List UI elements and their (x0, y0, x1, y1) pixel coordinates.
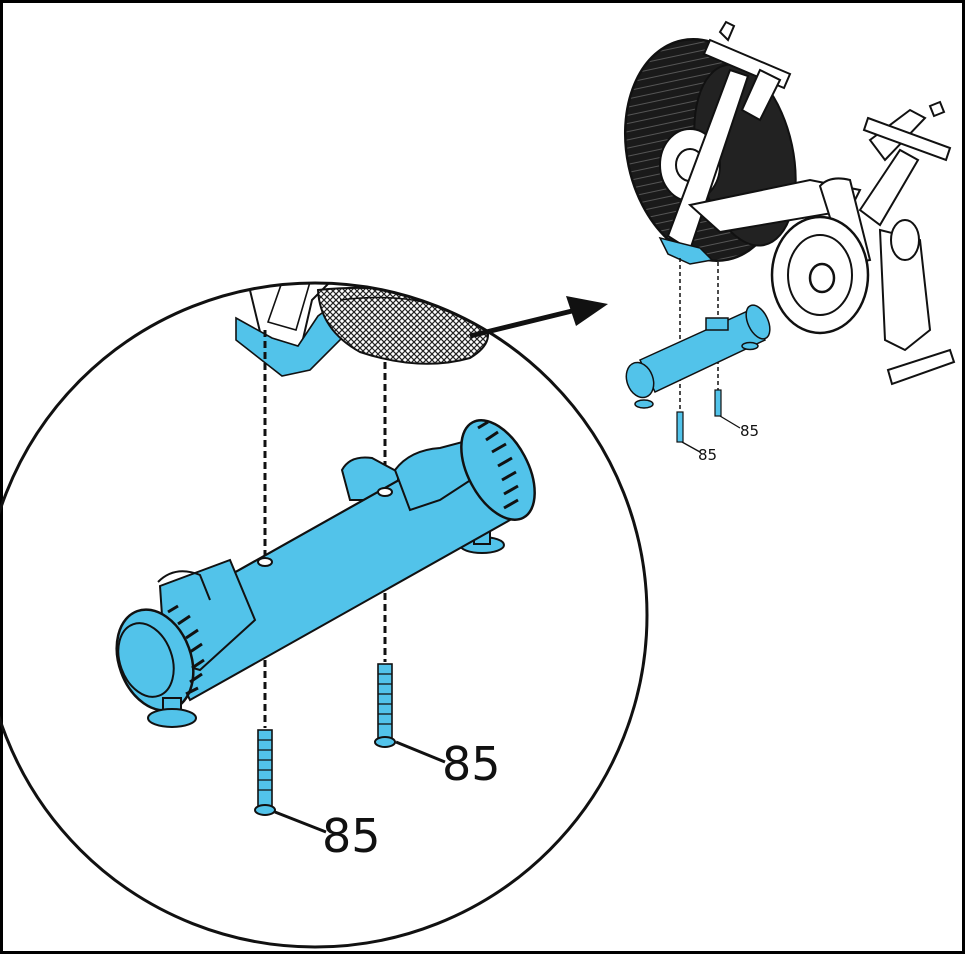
part-callout-small-left: 85 (698, 446, 717, 464)
small-bolt-left (676, 411, 684, 443)
bolt-left (254, 729, 276, 816)
air-bike-overview (623, 20, 956, 453)
part-callout-right: 85 (442, 737, 501, 791)
front-bracket (658, 236, 714, 265)
leader-line-left (274, 810, 327, 834)
rear-stabilizer (115, 419, 536, 728)
small-bolt-right (714, 389, 722, 417)
part-callout-small-right: 85 (740, 422, 759, 440)
flywheel-cover (770, 215, 920, 335)
part-callout-left: 85 (322, 809, 381, 863)
pointer-arrow (469, 296, 608, 339)
fan-wheel-detail (316, 286, 489, 365)
bike-frame (666, 20, 956, 386)
bolt-right (374, 663, 396, 748)
magnifier-circle (0, 281, 649, 949)
rear-stabilizer-small (625, 304, 771, 409)
leader-line-right (395, 740, 446, 764)
